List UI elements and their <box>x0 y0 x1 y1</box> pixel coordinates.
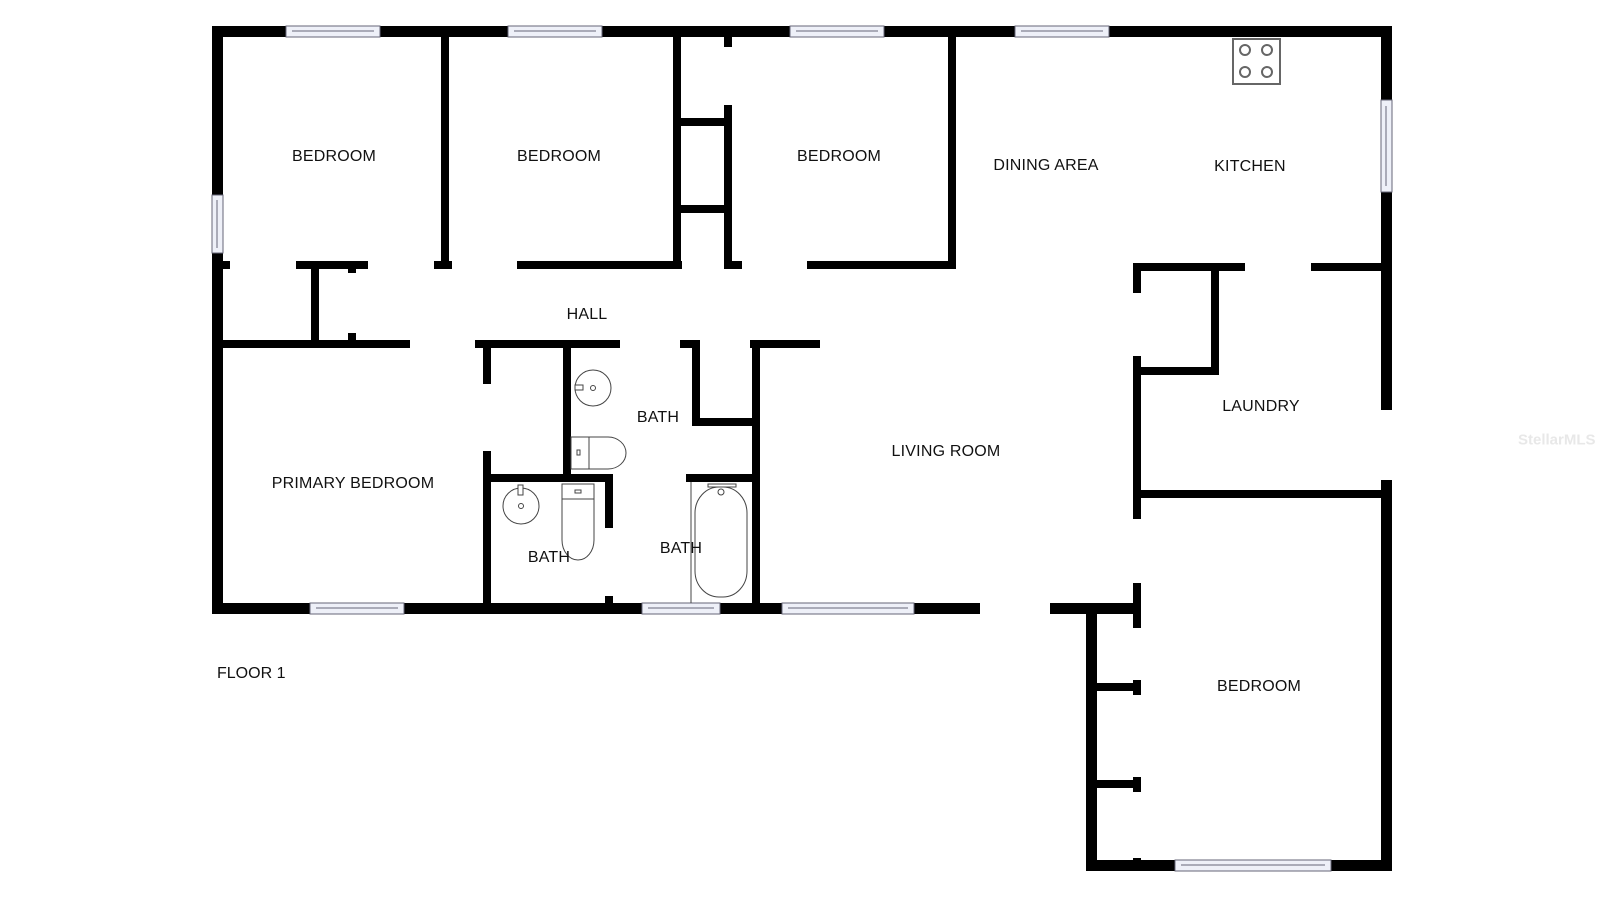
toilet-icon <box>561 483 595 561</box>
room-label-living-room: LIVING ROOM <box>891 443 1001 460</box>
room-label-laundry: LAUNDRY <box>1222 398 1300 415</box>
room-label-bath-3: BATH <box>659 540 703 557</box>
room-label-bedroom-2: BEDROOM <box>516 148 602 165</box>
sink-icon <box>502 484 540 525</box>
windows <box>211 25 1393 872</box>
room-label-primary-bedroom: PRIMARY BEDROOM <box>271 475 435 492</box>
room-label-hall: HALL <box>566 306 608 323</box>
room-label-bath-2: BATH <box>527 549 571 566</box>
room-label-bath-1: BATH <box>636 409 680 426</box>
stove-icon <box>1232 38 1281 85</box>
room-label-dining-area: DINING AREA <box>993 157 1099 174</box>
room-label-bedroom-1: BEDROOM <box>291 148 377 165</box>
sink-icon <box>574 369 612 407</box>
room-label-bedroom-4: BEDROOM <box>1216 678 1302 695</box>
doorways <box>980 410 1392 614</box>
watermark: StellarMLS <box>1518 431 1596 449</box>
room-label-kitchen: KITCHEN <box>1214 158 1286 175</box>
toilet-icon <box>570 436 627 470</box>
room-label-bedroom-3: BEDROOM <box>796 148 882 165</box>
floor-label: FLOOR 1 <box>217 665 286 682</box>
bathtub-icon <box>690 482 748 603</box>
